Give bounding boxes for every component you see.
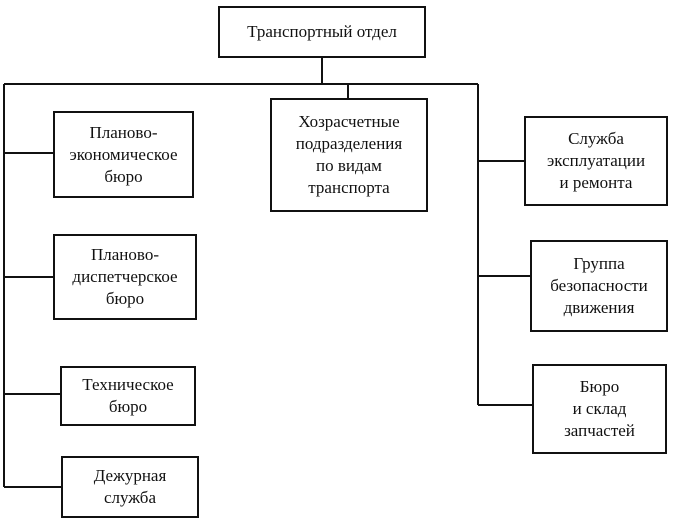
node-left-1: Планово- экономическое бюро <box>53 111 194 198</box>
node-root-label: Транспортный отдел <box>247 22 397 41</box>
node-left-3: Техническое бюро <box>60 366 196 426</box>
node-right-1-label: Служба эксплуатации и ремонта <box>546 129 646 192</box>
node-center-label: Хозрасчетные подразделения по видам тран… <box>295 112 403 197</box>
node-left-4: Дежурная служба <box>61 456 199 518</box>
node-left-3-label: Техническое бюро <box>82 375 174 416</box>
node-right-3-label: Бюро и склад запчастей <box>564 377 635 440</box>
node-right-2: Группа безопасности движения <box>530 240 668 332</box>
node-root: Транспортный отдел <box>218 6 426 58</box>
node-left-1-label: Планово- экономическое бюро <box>69 122 178 186</box>
node-center: Хозрасчетные подразделения по видам тран… <box>270 98 428 212</box>
node-left-2: Планово- диспетчерское бюро <box>53 234 197 320</box>
node-right-3: Бюро и склад запчастей <box>532 364 667 454</box>
node-right-2-label: Группа безопасности движения <box>550 254 648 317</box>
node-right-1: Служба эксплуатации и ремонта <box>524 116 668 206</box>
node-left-4-label: Дежурная служба <box>93 466 167 507</box>
node-left-2-label: Планово- диспетчерское бюро <box>72 245 178 308</box>
